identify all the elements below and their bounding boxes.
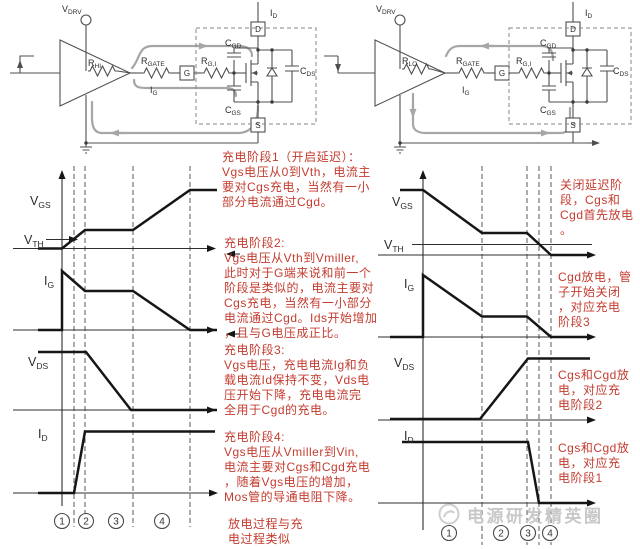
rgate-label: RGATE — [456, 56, 480, 68]
ig-axis-label: IG — [44, 274, 54, 290]
drain-terminal-box — [250, 21, 266, 37]
cds-label: CDS — [613, 66, 629, 78]
phase-2-marker: 2 — [83, 517, 89, 528]
ig-label: IG — [462, 85, 470, 97]
rgi-label: RG,I — [201, 56, 216, 68]
note-discharge-phase-1: Cgs和Cgd放 电，对应充 电阶段1 — [558, 441, 630, 485]
s-terminal-letter: S — [570, 121, 575, 130]
id-label: ID — [585, 8, 593, 20]
id-waveform — [38, 430, 215, 495]
phase-3-marker: 3 — [113, 517, 119, 528]
d-terminal-letter: D — [255, 25, 261, 34]
left-waveform-plot: VGS VTH IG VDS ID 1 2 3 4 — [13, 166, 240, 530]
d-terminal-letter: D — [570, 25, 576, 34]
vgs-axis-label: VGS — [392, 195, 413, 211]
mosfet-model-dashed-box — [508, 27, 632, 125]
note-turnoff-delay: 关闭延迟阶 段，Cgs和 Cgd首先放电 。 — [560, 178, 634, 237]
vds-waveform — [390, 357, 590, 421]
note-discharge-phase-2: Cgs和Cgd放 电，对应充 电阶段2 — [558, 368, 630, 412]
phase-1-marker: 1 — [59, 517, 65, 528]
id-axis-label: ID — [404, 429, 414, 445]
drain-terminal-box — [565, 21, 581, 37]
vgs-waveform — [400, 188, 590, 257]
phase-1-marker: 1 — [446, 529, 452, 540]
note-charge-phase-1: 充电阶段1（开启延迟）： Vgs电压从0到Vth，电流主 要对Cgs充电，当然有… — [222, 150, 371, 209]
vgs-axis-label: VGS — [30, 194, 51, 210]
note-discharge-phase-3: Cgd放电，管 子开始关闭 ，对应充电 阶段3 — [558, 270, 632, 329]
s-terminal-letter: S — [255, 121, 260, 130]
source-terminal-box — [565, 117, 581, 133]
id-label: ID — [270, 8, 278, 20]
vdrv-label: VDRV — [62, 4, 82, 16]
right-circuit-diagram: VDRV RLO RGATE IG G RG,I CGD CGS CDS D S… — [324, 2, 632, 154]
cgs-label: CGS — [540, 105, 557, 117]
mosfet-body-arrow-icon — [252, 70, 257, 76]
rgate-label: RGATE — [141, 56, 165, 68]
phase-4-marker: 4 — [547, 529, 553, 540]
cds-label: CDS — [300, 66, 316, 78]
g-terminal-letter: G — [184, 69, 190, 78]
id-waveform — [402, 440, 590, 505]
ig-waveform — [38, 268, 217, 332]
vds-axis-label: VDS — [28, 355, 48, 371]
note-charge-phase-2: 充电阶段2: Vgs电压从Vth到Vmiller, 此时对于G端来说和前一个 阶… — [224, 236, 378, 340]
watermark: 电源研发精英圈 — [436, 501, 604, 527]
id-axis-label: ID — [38, 427, 48, 443]
cgs-label: CGS — [225, 105, 242, 117]
body-diode-icon — [266, 66, 278, 77]
watermark-logo-icon — [438, 503, 460, 525]
note-discharge-similar: 放电过程与充 电过程类似 — [228, 517, 304, 546]
ig-axis-label: IG — [404, 277, 414, 293]
vds-waveform — [38, 350, 217, 412]
vds-axis-label: VDS — [394, 356, 414, 372]
rlo-label: RLO — [402, 56, 417, 68]
rhi-label: RHI — [88, 58, 101, 70]
left-circuit-diagram: VDRV RHI RGATE IG G RG,I CGD CGS CDS D S… — [10, 2, 317, 154]
phase-3-marker: 3 — [525, 529, 531, 540]
vdrv-terminal — [394, 14, 406, 26]
g-terminal-letter: G — [499, 69, 505, 78]
mosfet-body-arrow-icon — [567, 70, 572, 76]
right-waveform-plot: VGS VTH IG VDS ID 1 2 3 4 — [378, 166, 596, 545]
phase-4-marker: 4 — [159, 517, 165, 528]
watermark-text: 电源研发精英圈 — [467, 506, 604, 526]
body-diode-icon — [581, 66, 593, 77]
rgi-label: RG,I — [516, 56, 531, 68]
note-charge-phase-4: 充电阶段4: Vgs电压从Vmiller到Vin, 电流主要对Cgs和Cgd充电… — [224, 430, 371, 504]
vth-axis-label: VTH — [24, 233, 44, 249]
mosfet-model-dashed-box — [195, 27, 317, 125]
vdrv-terminal — [80, 14, 92, 26]
ig-label: IG — [150, 85, 158, 97]
ig-waveform — [390, 272, 590, 339]
phase-2-marker: 2 — [498, 529, 504, 540]
note-charge-phase-3: 充电阶段3: Vgs电压，充电电流Ig和负 载电流Id保持不变，Vds电 压开始… — [224, 343, 370, 417]
vgs-waveform — [38, 188, 217, 250]
cgd-label: CGD — [540, 38, 557, 50]
source-terminal-box — [250, 117, 266, 133]
vth-axis-label: VTH — [384, 238, 404, 254]
cgd-label: CGD — [225, 38, 242, 50]
vdrv-label: VDRV — [376, 4, 396, 16]
